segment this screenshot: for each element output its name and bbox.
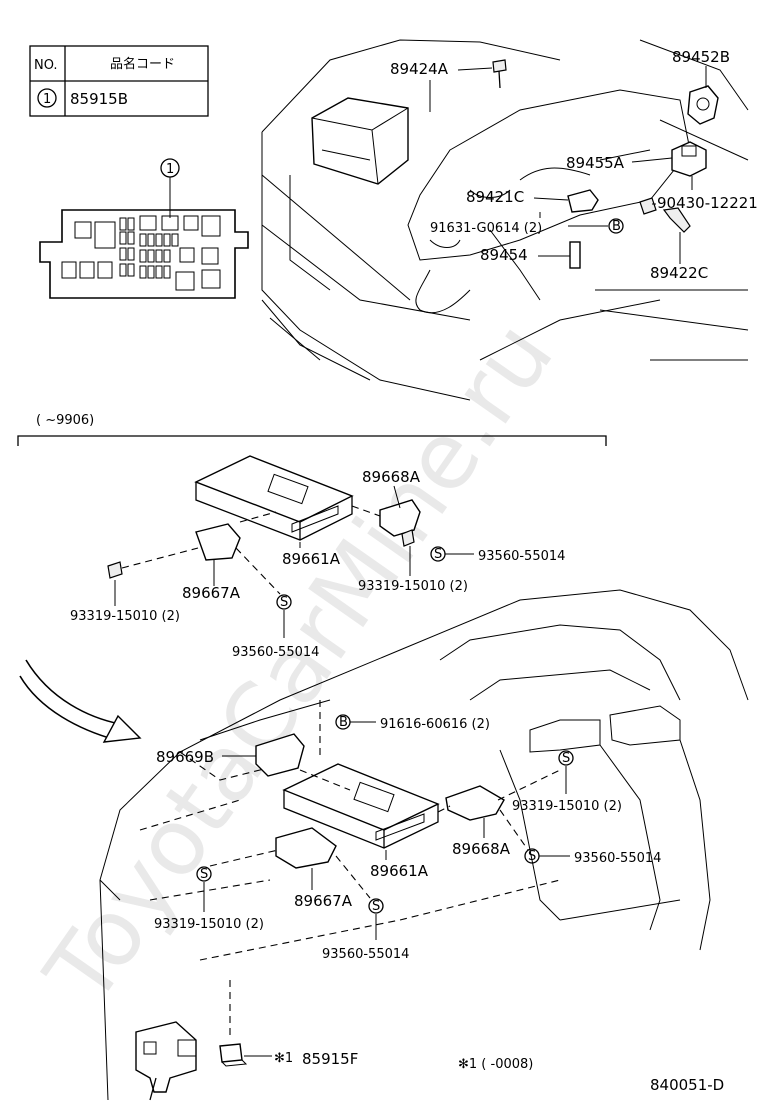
label-93560-upper: 93560-55014 xyxy=(232,645,319,660)
bolt-93319-upper-right xyxy=(401,529,415,547)
label-93560-upper-right: 93560-55014 xyxy=(478,549,565,564)
dashboard-sketch xyxy=(99,589,749,1101)
mark-b-1: B xyxy=(612,219,621,234)
bracket-89669B xyxy=(255,733,305,777)
label-89661A-lower: 89661A xyxy=(370,862,429,880)
watermark: ToyotaCarMine.ru xyxy=(25,303,574,1024)
mark-s-1: S xyxy=(434,547,442,562)
mark-s-6: S xyxy=(372,899,380,914)
sensor-89422C xyxy=(662,207,691,233)
mark-s-4: S xyxy=(528,849,536,864)
footnote: ✻1 ( -0008) xyxy=(458,1057,533,1072)
legend-header-no: NO. xyxy=(34,58,58,73)
engine-bay-sketch xyxy=(261,39,749,401)
label-89455A: 89455A xyxy=(566,154,625,172)
bracket-89667A-upper xyxy=(195,523,241,561)
label-89424A: 89424A xyxy=(390,60,449,78)
label-93319-upper-right: 93319-15010 (2) xyxy=(358,579,468,594)
relay-block: 1 xyxy=(39,158,249,299)
label-89669B: 89669B xyxy=(156,748,214,766)
mark-s-5: S xyxy=(200,867,208,882)
label-93560-lower: 93560-55014 xyxy=(322,947,409,962)
label-89668A-lower: 89668A xyxy=(452,840,511,858)
relay-85915F xyxy=(219,1043,248,1067)
bolt-93319-upper xyxy=(107,561,123,579)
label-89661A-upper: 89661A xyxy=(282,550,341,568)
label-85915F: 85915F xyxy=(302,1050,358,1068)
mark-s-3: S xyxy=(562,751,570,766)
label-89421C: 89421C xyxy=(466,188,524,206)
pointer-arrow xyxy=(19,659,142,743)
label-89668A-upper: 89668A xyxy=(362,468,421,486)
bolt-90430 xyxy=(639,197,657,215)
sensor-89454 xyxy=(569,241,581,269)
sensor-89424A xyxy=(492,59,507,89)
label-89667A-upper: 89667A xyxy=(182,584,241,602)
bracket-89667A-lower xyxy=(275,827,337,869)
legend-header-code: 品名コード xyxy=(110,56,175,72)
label-89454: 89454 xyxy=(480,246,528,264)
label-91616: 91616-60616 (2) xyxy=(380,717,490,732)
mark-s-2: S xyxy=(280,595,288,610)
label-85915F-mark: ✻1 xyxy=(274,1051,293,1066)
bracket-89668A-upper xyxy=(379,499,421,537)
label-89422C: 89422C xyxy=(650,264,708,282)
sensor-89455A xyxy=(671,141,707,177)
label-89667A-lower: 89667A xyxy=(294,892,353,910)
range-label-upper: ( ~9906) xyxy=(36,413,94,428)
drawing-number: 840051-D xyxy=(650,1076,724,1094)
label-93319-lower-right: 93319-15010 (2) xyxy=(512,799,622,814)
label-89452B: 89452B xyxy=(672,48,730,66)
label-90430: 90430-12221 xyxy=(657,194,758,212)
legend-row-code: 85915B xyxy=(70,90,128,108)
relay-bracket-85915F xyxy=(135,1021,197,1101)
bracket-89668A-lower xyxy=(445,785,505,821)
mark-b-2: B xyxy=(339,715,348,730)
label-91631: 91631-G0614 (2) xyxy=(430,221,542,236)
legend-row-no: 1 xyxy=(43,92,51,107)
label-93560-lower-right: 93560-55014 xyxy=(574,851,661,866)
ecu-89661A-upper xyxy=(194,455,354,541)
label-93319-upper-left: 93319-15010 (2) xyxy=(70,609,180,624)
label-93319-lower-left: 93319-15010 (2) xyxy=(154,917,264,932)
ecu-89661A-lower xyxy=(282,763,440,849)
relay-block-callout: 1 xyxy=(166,162,174,177)
legend-table: NO. 品名コード 1 85915B xyxy=(29,45,209,117)
sensor-89421C xyxy=(567,189,599,213)
sensor-89452B xyxy=(687,85,719,125)
